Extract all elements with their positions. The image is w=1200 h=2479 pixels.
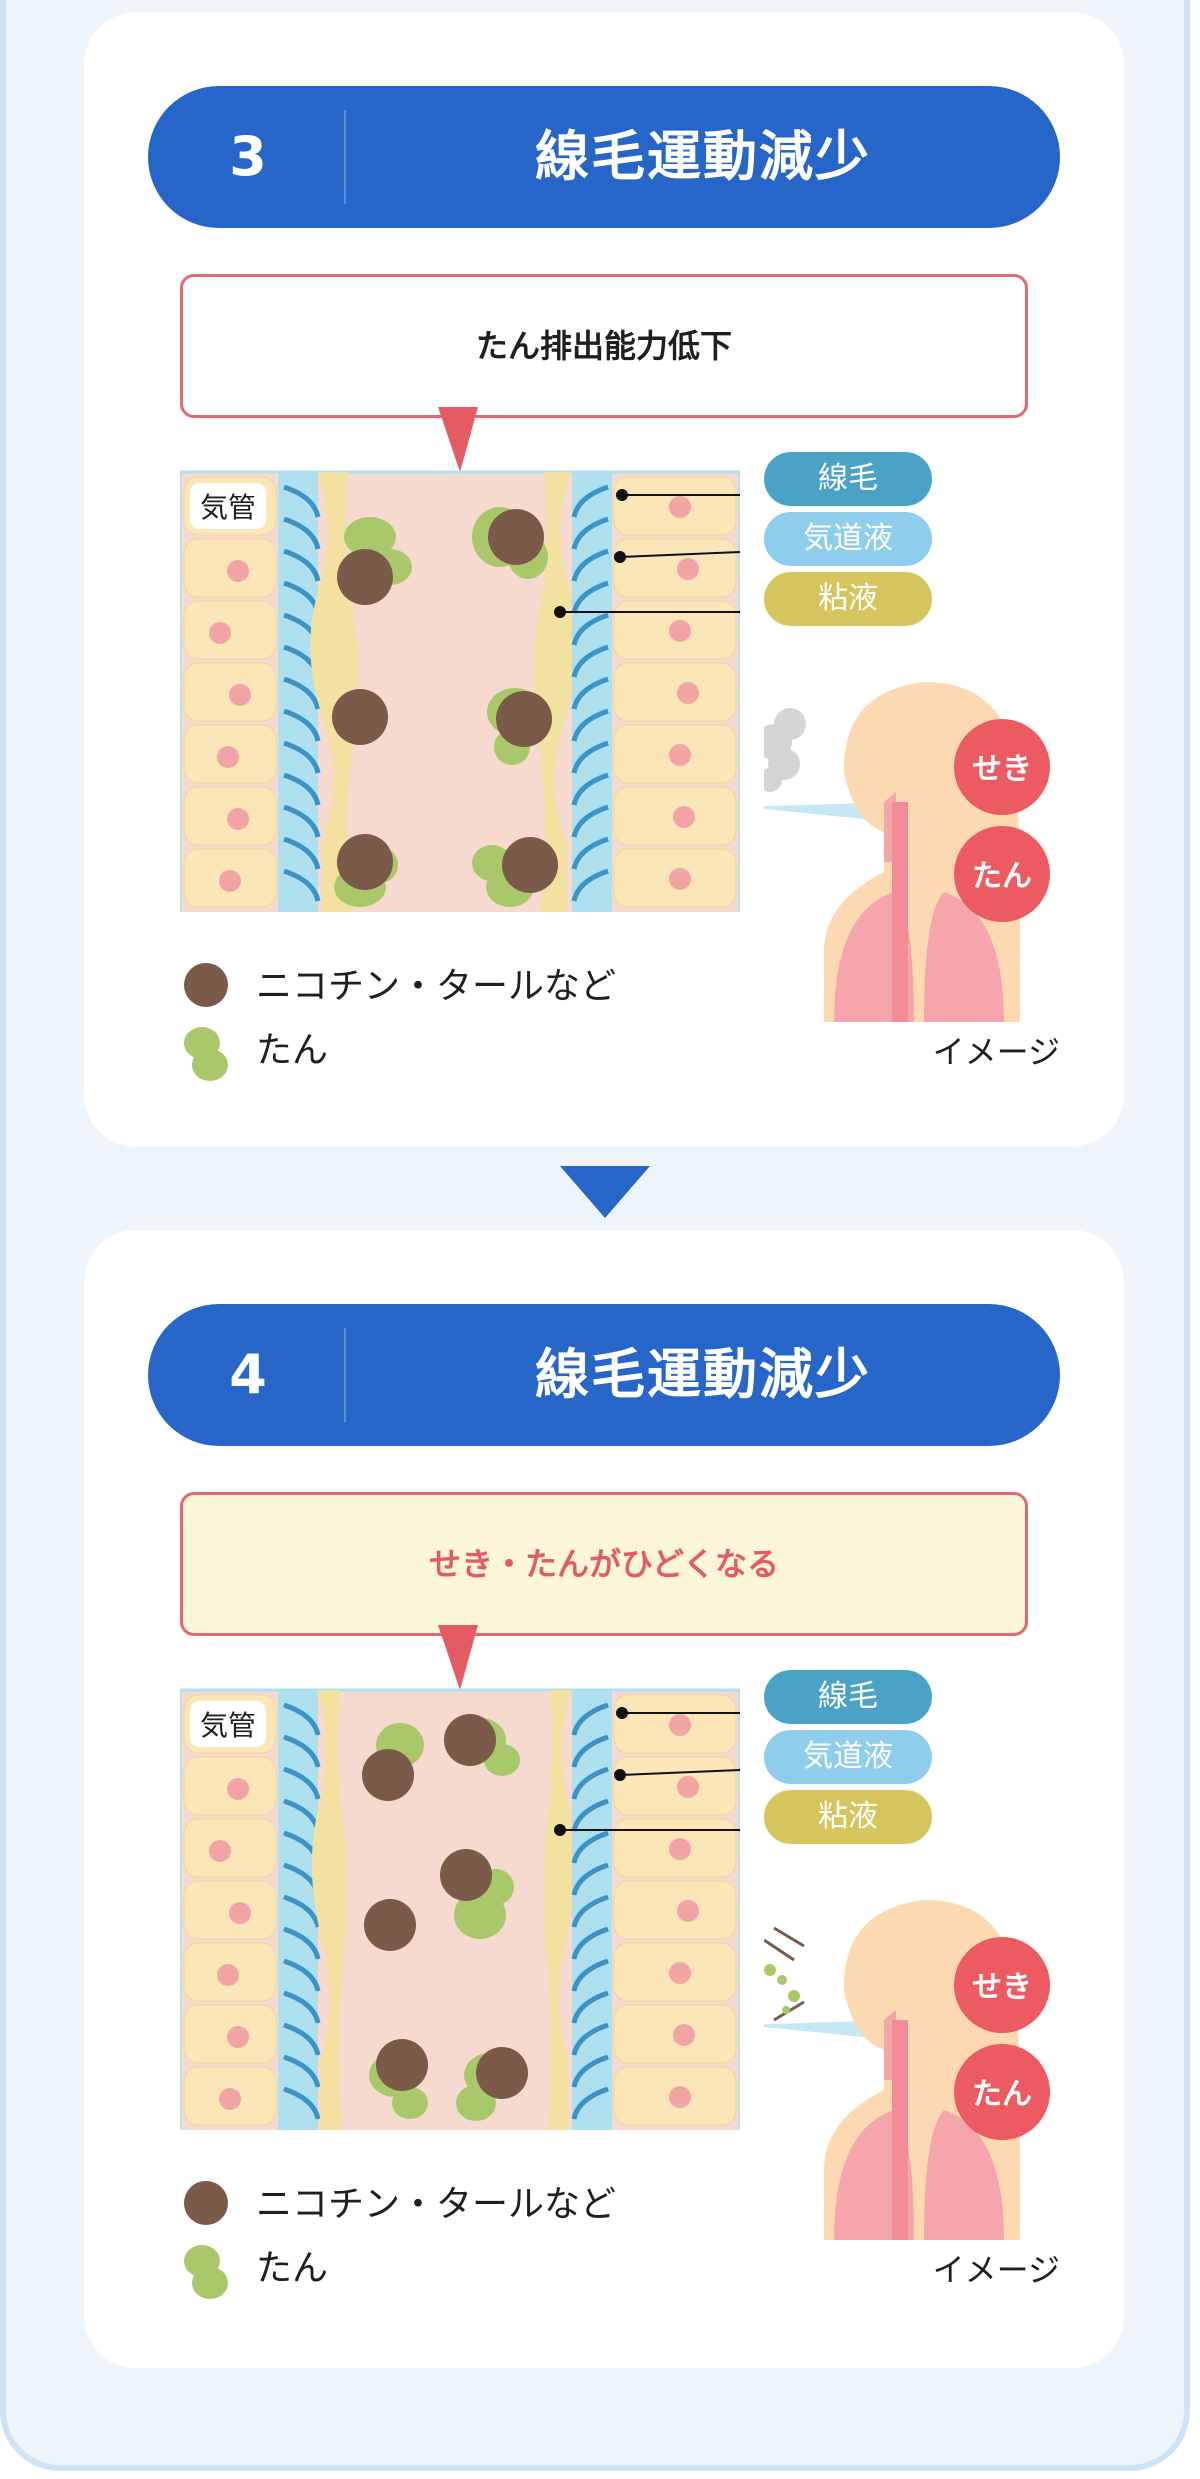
legend-label-tar: ニコチン・タールなど (256, 2184, 617, 2225)
smoke-puff (764, 708, 806, 792)
airway-diagram: 気管 (180, 407, 740, 912)
callout-pointer (438, 1625, 478, 1690)
step-header: 4 線毛運動減少 (148, 1304, 1060, 1446)
legend-label-tar: ニコチン・タールなど (256, 966, 617, 1007)
callout-box: せき・たんがひどくなる (180, 1492, 1028, 1636)
divider (344, 110, 346, 204)
step-number: 3 (229, 125, 267, 188)
legend-item-tar: ニコチン・タールなど (180, 957, 780, 1017)
phlegm-icon (184, 2245, 228, 2299)
legend-item-tar: ニコチン・タールなど (180, 2175, 780, 2235)
legend-label-phlegm: たん (256, 2248, 329, 2289)
left-cell-column (183, 476, 277, 908)
tag-airway-fluid: 気道液 (764, 1730, 932, 1784)
tar-particles (332, 509, 558, 893)
tag-mucus: 粘液 (764, 572, 932, 626)
legend-item-phlegm: たん (180, 2239, 780, 2299)
image-note: イメージ (932, 1033, 1060, 1071)
step-header: 3 線毛運動減少 (148, 86, 1060, 228)
tag-cilia: 線毛 (764, 452, 932, 506)
step-card-4: 4 線毛運動減少 せき・たんがひどくなる 気管 (84, 1230, 1124, 2368)
step-title: 線毛運動減少 (535, 125, 871, 188)
tar-particles (362, 1714, 528, 2099)
step-number: 4 (229, 1343, 267, 1406)
tag-airway-fluid: 気道液 (764, 512, 932, 566)
legend-item-phlegm: たん (180, 1021, 780, 1081)
down-arrow-icon (560, 1166, 650, 1218)
symptom-phlegm: たん (972, 2077, 1032, 2112)
trachea-label: 気管 (200, 1709, 256, 1742)
callout-pointer (438, 407, 478, 472)
person-illustration: せき たん (764, 682, 1050, 1022)
airway-diagram: 気管 (180, 1625, 740, 2130)
tag-cilia: 線毛 (764, 1670, 932, 1724)
tar-icon (184, 963, 228, 1007)
callout-box: たん排出能力低下 (180, 274, 1028, 418)
divider (344, 1328, 346, 1422)
image-note: イメージ (932, 2251, 1060, 2289)
tag-mucus: 粘液 (764, 1790, 932, 1844)
tar-icon (184, 2181, 228, 2225)
phlegm-droplets (764, 1964, 800, 2014)
phlegm-icon (184, 1027, 228, 1081)
person-illustration: せき たん (764, 1900, 1050, 2240)
step-title: 線毛運動減少 (535, 1343, 871, 1406)
symptom-cough: せき (972, 752, 1032, 787)
symptom-cough: せき (972, 1970, 1032, 2005)
symptom-phlegm: たん (972, 859, 1032, 894)
legend-label-phlegm: たん (256, 1030, 329, 1071)
step-card-3: 3 線毛運動減少 たん排出能力低下 気管 (84, 12, 1124, 1147)
trachea-label: 気管 (200, 491, 256, 524)
